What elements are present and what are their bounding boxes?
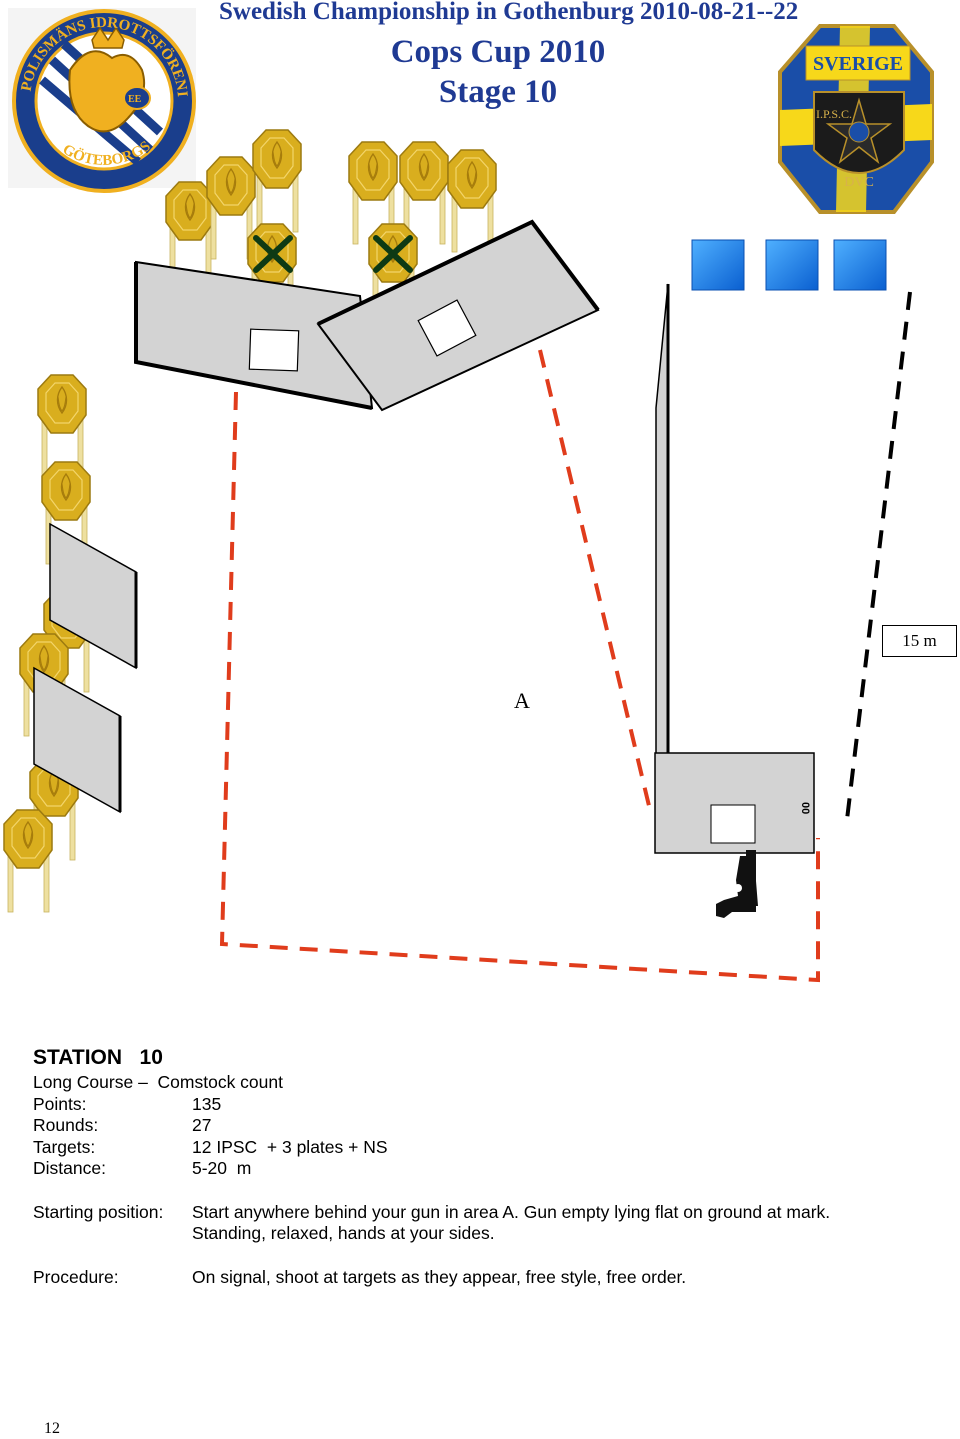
steel-plate-icon bbox=[765, 239, 819, 291]
long-wall bbox=[655, 283, 670, 757]
stage-title: Stage 10 bbox=[438, 74, 558, 110]
starting-position-text: Standing, relaxed, hands at your sides. bbox=[192, 1223, 495, 1243]
procedure-text: On signal, shoot at targets as they appe… bbox=[192, 1266, 687, 1287]
svg-text:SVERIGE: SVERIGE bbox=[813, 53, 903, 75]
steel-plate-icon bbox=[691, 239, 745, 291]
starting-position-text: Start anywhere behind your gun in area A… bbox=[192, 1201, 831, 1222]
svg-text:DVC: DVC bbox=[844, 175, 874, 190]
info-value: 5-20 m bbox=[192, 1158, 252, 1178]
pistol-icon bbox=[716, 850, 758, 918]
stage-diagram: EE POLISMÄNS IDROTTSFÖRENING GÖTEBORGS S… bbox=[0, 0, 934, 983]
area-label: A bbox=[514, 688, 530, 713]
ipsc-target-icon bbox=[3, 809, 53, 913]
left-club-logo: EE POLISMÄNS IDROTTSFÖRENING GÖTEBORGS bbox=[0, 0, 196, 193]
procedure-row: Procedure: On signal, shoot at targets a… bbox=[33, 1267, 933, 1289]
back-wall-left bbox=[134, 260, 374, 410]
info-row: Targets: 12 IPSC + 3 plates + NS bbox=[33, 1137, 933, 1159]
range-boundary bbox=[844, 291, 912, 829]
course-line: Long Course – Comstock count bbox=[33, 1072, 283, 1092]
ipsc-target-icon bbox=[252, 129, 302, 233]
back-wall-right bbox=[316, 219, 600, 412]
no-shoot-cross-icon bbox=[373, 235, 413, 273]
page-number: 12 bbox=[44, 1420, 60, 1437]
station-title: STATION 10 bbox=[33, 1046, 163, 1069]
info-value: 27 bbox=[192, 1115, 212, 1135]
svg-text:I.P.S.C.: I.P.S.C. bbox=[816, 107, 852, 121]
distance-label: 15 m bbox=[882, 625, 957, 657]
info-row: Distance: 5-20 m bbox=[33, 1158, 933, 1180]
info-value: 135 bbox=[192, 1093, 222, 1114]
no-shoot-target bbox=[368, 223, 418, 327]
info-value: 12 IPSC + 3 plates + NS bbox=[192, 1136, 388, 1157]
cup-title: Cops Cup 2010 bbox=[390, 34, 606, 70]
svg-text:00: 00 bbox=[799, 802, 811, 814]
ipsc-target-icon bbox=[447, 149, 497, 253]
no-shoot-cross-icon bbox=[253, 235, 293, 273]
right-ipsc-sweden-logo: SVERIGE I.P.S.C. DVC bbox=[778, 24, 934, 214]
fault-line bbox=[219, 349, 820, 983]
steel-plate-icon bbox=[833, 239, 887, 291]
info-label: Rounds: bbox=[33, 1115, 99, 1135]
info-label: Points: bbox=[33, 1093, 87, 1114]
info-label: Targets: bbox=[33, 1136, 96, 1157]
svg-text:EE: EE bbox=[128, 94, 142, 105]
info-row: Rounds: 27 bbox=[33, 1115, 933, 1137]
info-label: Distance: bbox=[33, 1158, 106, 1178]
start-wall: 00 bbox=[654, 752, 815, 854]
side-wall-upper bbox=[49, 522, 138, 670]
side-wall-lower bbox=[33, 666, 122, 814]
info-label: Procedure: bbox=[33, 1266, 119, 1287]
info-label: Starting position: bbox=[33, 1201, 164, 1222]
no-shoot-target bbox=[247, 223, 297, 327]
starting-position-row: Starting position: Start anywhere behind… bbox=[33, 1202, 933, 1245]
info-row: Points: 135 bbox=[33, 1094, 933, 1116]
stage-info: STATION 10 Long Course – Comstock count … bbox=[33, 1046, 933, 1288]
event-title: Swedish Championship in Gothenburg 2010-… bbox=[219, 0, 799, 25]
